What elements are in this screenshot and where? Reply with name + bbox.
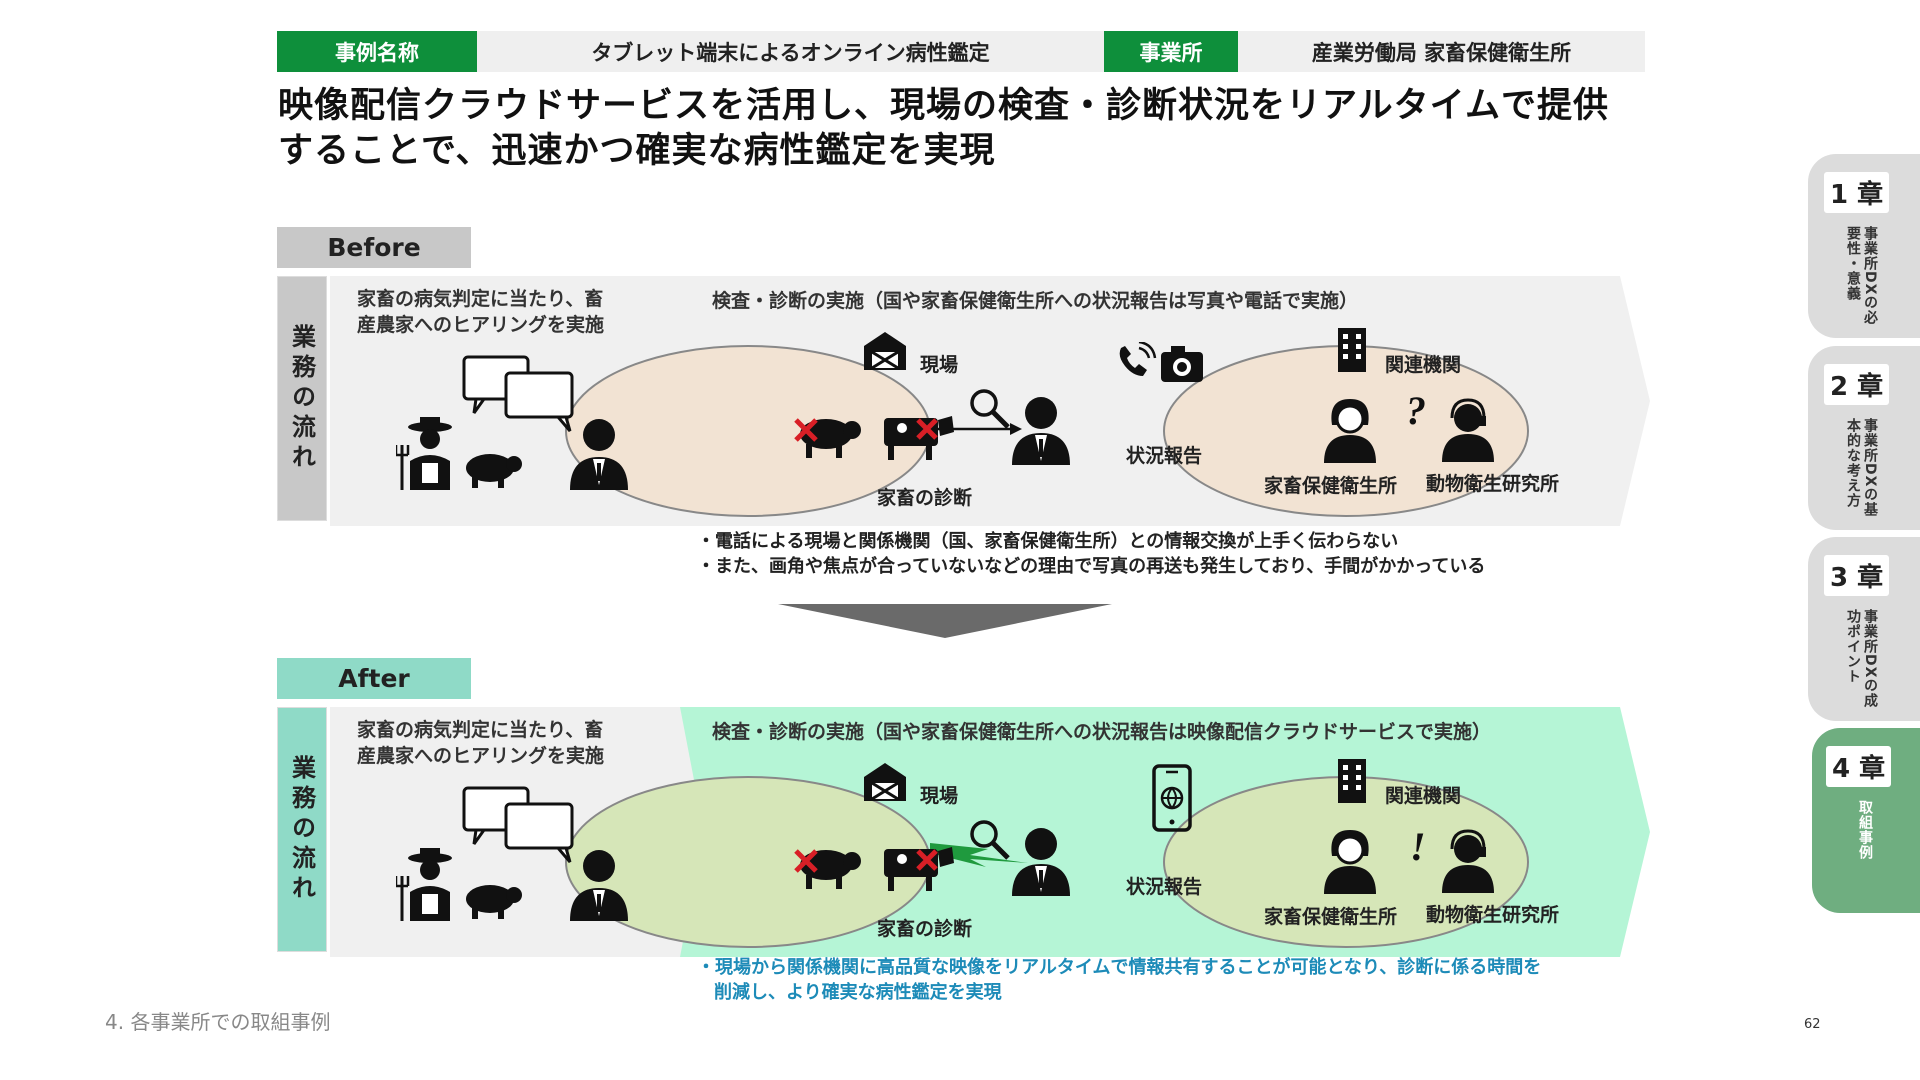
case-name-value: タブレット端末によるオンライン病性鑑定 xyxy=(477,31,1104,72)
chapter-tab-4[interactable]: 4 章 取組事例 xyxy=(1812,728,1920,913)
after-report-label: 状況報告 xyxy=(1126,872,1202,899)
chapter-number: 2 章 xyxy=(1824,364,1889,405)
pig-icon xyxy=(460,448,524,488)
svg-text:!: ! xyxy=(1410,824,1426,868)
chapter-number: 1 章 xyxy=(1824,172,1889,213)
after-step-title: 検査・診断の実施（国や家畜保健衛生所への状況報告は映像配信クラウドサービスで実施… xyxy=(712,717,1491,744)
svg-text:?: ? xyxy=(1406,388,1426,432)
chapter-subtitle: 取組事例 xyxy=(1856,800,1873,860)
researcher-headset-icon xyxy=(1440,398,1496,462)
after-site-label: 現場 xyxy=(920,781,958,808)
before-related-label: 関連機関 xyxy=(1385,350,1461,377)
staff-person-icon xyxy=(568,415,630,490)
after-related-label: 関連機関 xyxy=(1385,781,1461,808)
chapter-subtitle: 事業所DXの基本的な考え方 xyxy=(1844,418,1878,530)
speech-bubbles-icon xyxy=(462,786,577,866)
chapter-number: 3 章 xyxy=(1824,555,1889,596)
pig-diseased-icon xyxy=(792,843,864,891)
speech-bubbles-icon xyxy=(462,355,577,435)
inspector-icon xyxy=(1010,824,1072,896)
farmer-icon xyxy=(396,846,456,921)
after-hearing-text: 家畜の病気判定に当たり、畜 産農家へのヒアリングを実施 xyxy=(357,717,604,769)
before-bullets: ・電話による現場と関係機関（国、家畜保健衛生所）との情報交換が上手く伝わらない … xyxy=(697,529,1485,579)
footer-section: 4. 各事業所での取組事例 xyxy=(105,1006,330,1035)
chapter-tab-1[interactable]: 1 章 事業所DXの必要性・意義 xyxy=(1808,154,1920,338)
female-staff-icon xyxy=(1322,395,1378,463)
after-lab-label: 動物衛生研究所 xyxy=(1426,900,1559,927)
before-office-label: 家畜保健衛生所 xyxy=(1264,471,1397,498)
before-report-label: 状況報告 xyxy=(1126,441,1202,468)
building-icon xyxy=(1336,757,1368,803)
chapter-number: 4 章 xyxy=(1826,746,1891,787)
inspector-icon xyxy=(1010,393,1072,465)
exclamation-icon: ! xyxy=(1404,824,1430,868)
before-lab-label: 動物衛生研究所 xyxy=(1426,469,1559,496)
after-diagnosis-label: 家畜の診断 xyxy=(877,914,972,941)
office-value: 産業労働局 家畜保健衛生所 xyxy=(1238,31,1645,72)
chapter-subtitle: 事業所DXの成功ポイント xyxy=(1844,609,1878,721)
after-office-label: 家畜保健衛生所 xyxy=(1264,902,1397,929)
after-flow-label: 業務の流れ xyxy=(277,707,327,952)
chapter-subtitle: 事業所DXの必要性・意義 xyxy=(1844,226,1878,338)
down-arrow-icon xyxy=(778,604,1112,638)
barn-icon xyxy=(862,330,908,370)
page-number: 62 xyxy=(1804,1017,1821,1032)
chapter-tab-2[interactable]: 2 章 事業所DXの基本的な考え方 xyxy=(1808,346,1920,530)
before-tag: Before xyxy=(277,227,471,268)
building-icon xyxy=(1336,326,1368,372)
case-name-label: 事例名称 xyxy=(277,31,477,72)
before-flow-label: 業務の流れ xyxy=(277,276,327,521)
before-hearing-text: 家畜の病気判定に当たり、畜 産農家へのヒアリングを実施 xyxy=(357,286,604,338)
cow-diseased-icon xyxy=(880,837,956,893)
after-bullets: ・現場から関係機関に高品質な映像をリアルタイムで情報共有することが可能となり、診… xyxy=(697,955,1541,1005)
tablet-globe-icon xyxy=(1152,764,1192,832)
staff-person-icon xyxy=(568,846,630,921)
before-site-label: 現場 xyxy=(920,350,958,377)
after-tag: After xyxy=(277,658,471,699)
phone-camera-icon xyxy=(1115,342,1205,384)
headline: 映像配信クラウドサービスを活用し、現場の検査・診断状況をリアルタイムで提供 する… xyxy=(278,84,1658,174)
question-icon: ? xyxy=(1402,388,1432,432)
female-staff-icon xyxy=(1322,826,1378,894)
pig-icon xyxy=(460,879,524,919)
headline-line1: 映像配信クラウドサービスを活用し、現場の検査・診断状況をリアルタイムで提供 xyxy=(278,84,1658,129)
farmer-icon xyxy=(396,415,456,490)
cow-diseased-icon xyxy=(880,406,956,462)
magnifier-icon xyxy=(968,387,1010,429)
office-label: 事業所 xyxy=(1104,31,1238,72)
researcher-headset-icon xyxy=(1440,829,1496,893)
chapter-tab-3[interactable]: 3 章 事業所DXの成功ポイント xyxy=(1808,537,1920,721)
before-step-title: 検査・診断の実施（国や家畜保健衛生所への状況報告は写真や電話で実施） xyxy=(712,286,1358,313)
barn-icon xyxy=(862,761,908,801)
pig-diseased-icon xyxy=(792,412,864,460)
before-diagnosis-label: 家畜の診断 xyxy=(877,483,972,510)
magnifier-icon xyxy=(968,818,1010,860)
headline-line2: することで、迅速かつ確実な病性鑑定を実現 xyxy=(278,129,1658,174)
